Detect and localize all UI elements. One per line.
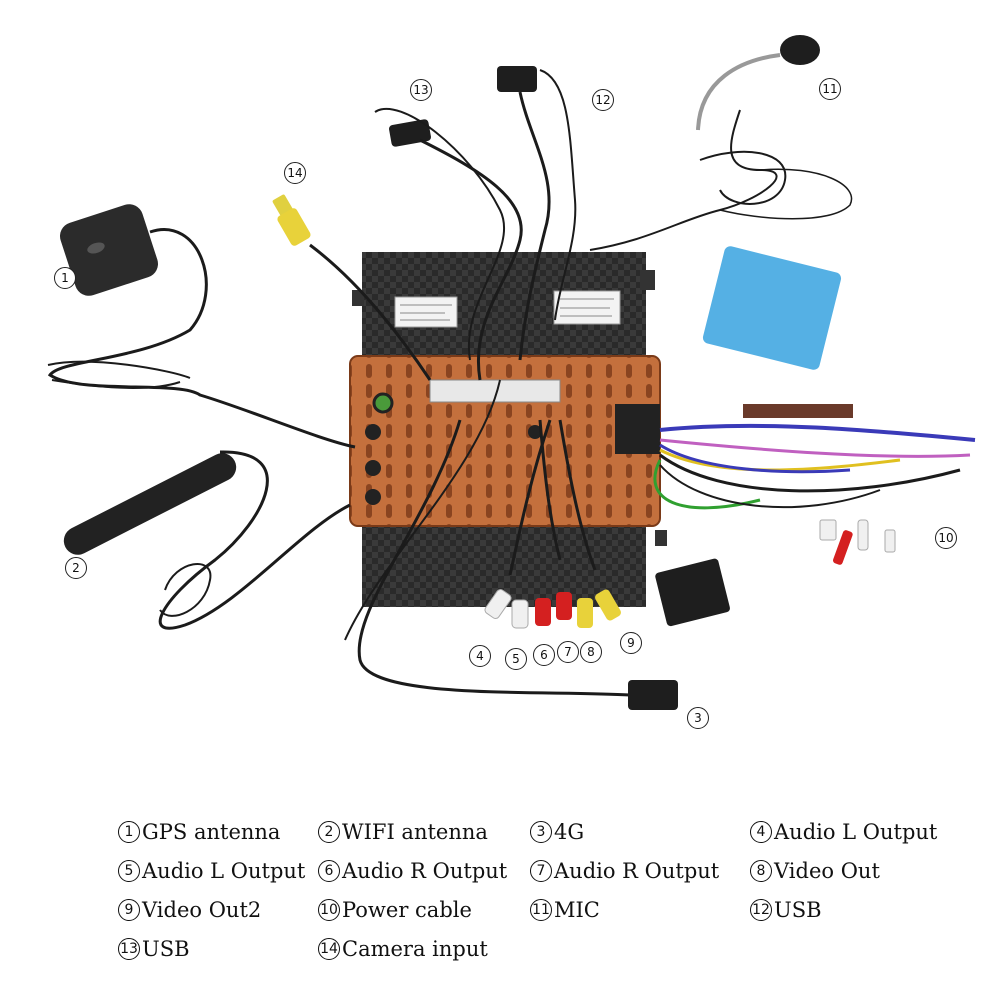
legend-label: USB [142, 937, 190, 961]
copper-heatsink [349, 355, 661, 527]
callout-5: 5 [505, 648, 527, 670]
legend-label: Audio L Output [142, 859, 306, 883]
legend-label: 4G [554, 820, 585, 844]
legend-number: 3 [530, 821, 552, 843]
callout-2: 2 [65, 557, 87, 579]
gps-antenna [47, 204, 356, 449]
legend-label: Audio L Output [774, 820, 938, 844]
legend-item-6: 6 Audio R Output [318, 859, 507, 883]
serial-sticker [394, 296, 458, 328]
legend-number: 4 [750, 821, 772, 843]
legend-label: Video Out2 [142, 898, 262, 922]
legend-item-11: 11 MIC [530, 898, 600, 922]
power-cable-harness [653, 246, 976, 627]
legend-item-3: 3 4G [530, 820, 584, 844]
legend-number: 8 [750, 860, 772, 882]
legend-item-7: 7 Audio R Output [530, 859, 719, 883]
product-illustration [47, 35, 976, 710]
callout-13: 13 [410, 79, 432, 101]
4g-antenna [344, 379, 678, 710]
legend-item-1: 1 GPS antenna [118, 820, 280, 844]
legend-label: MIC [554, 898, 600, 922]
legend-number: 7 [530, 860, 552, 882]
rca-connectors [484, 419, 621, 629]
legend-label: Audio R Output [554, 859, 720, 883]
legend-label: Audio R Output [342, 859, 508, 883]
legend-item-12: 12 USB [750, 898, 822, 922]
legend-number: 1 [118, 821, 140, 843]
legend-number: 5 [118, 860, 140, 882]
legend-label: USB [774, 898, 822, 922]
legend-label: GPS antenna [142, 820, 281, 844]
callout-7: 7 [557, 641, 579, 663]
callout-4: 4 [469, 645, 491, 667]
legend-label: Power cable [342, 898, 472, 922]
callout-3: 3 [687, 707, 709, 729]
legend-item-8: 8 Video Out [750, 859, 880, 883]
legend-item-14: 14 Camera input [318, 937, 488, 961]
legend-item-9: 9 Video Out2 [118, 898, 261, 922]
callout-8: 8 [580, 641, 602, 663]
legend-item-4: 4 Audio L Output [750, 820, 937, 844]
callout-10: 10 [935, 527, 957, 549]
legend-item-2: 2 WIFI antenna [318, 820, 488, 844]
callout-11: 11 [819, 78, 841, 100]
legend-number: 11 [530, 899, 552, 921]
callout-12: 12 [592, 89, 614, 111]
legend-number: 12 [750, 899, 772, 921]
callout-14: 14 [284, 162, 306, 184]
legend-label: WIFI antenna [342, 820, 488, 844]
legend-number: 9 [118, 899, 140, 921]
legend-number: 10 [318, 899, 340, 921]
callout-1: 1 [54, 267, 76, 289]
camera-input-connector [272, 194, 432, 381]
callout-9: 9 [620, 632, 642, 654]
legend-number: 6 [318, 860, 340, 882]
legend-number: 13 [118, 938, 140, 960]
legend-item-13: 13 USB [118, 937, 190, 961]
microphone [589, 35, 853, 251]
usb-cables [374, 66, 577, 381]
legend-label: Camera input [342, 937, 488, 961]
wifi-antenna [63, 450, 351, 630]
legend-number: 14 [318, 938, 340, 960]
legend-item-5: 5 Audio L Output [118, 859, 305, 883]
legend-item-10: 10 Power cable [318, 898, 472, 922]
legend-number: 2 [318, 821, 340, 843]
legend-label: Video Out [774, 859, 880, 883]
callout-6: 6 [533, 644, 555, 666]
